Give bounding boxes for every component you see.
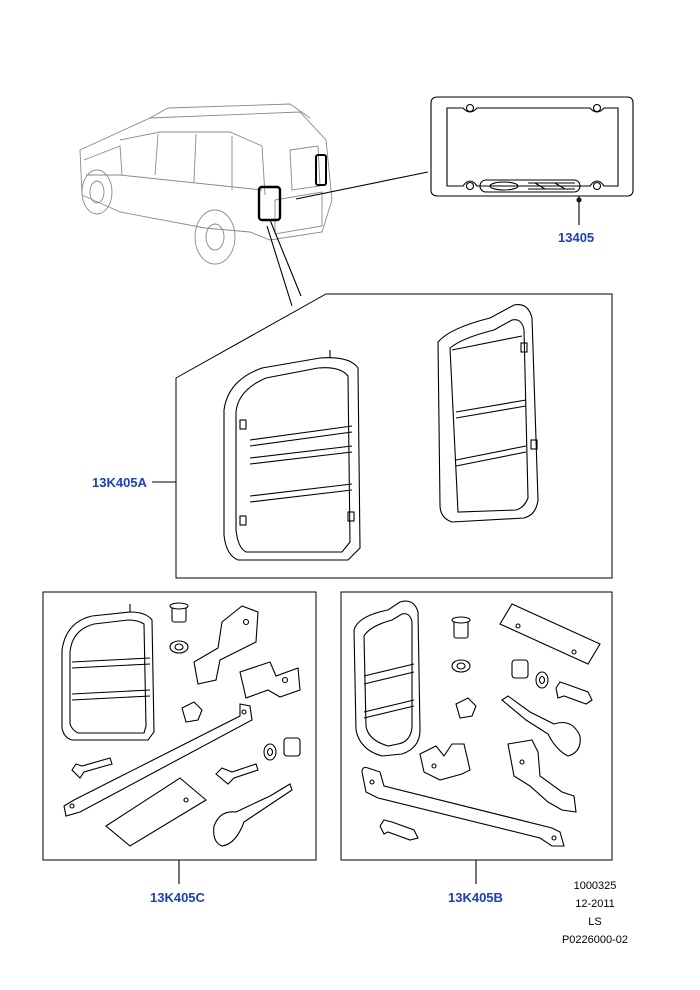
guard-kit-c-panel: [42, 591, 317, 884]
reference-code: LS: [588, 916, 602, 928]
reference-number: 1000325: [573, 880, 617, 892]
guard-kit-b-panel: [340, 591, 613, 884]
callout-13k405a[interactable]: 13K405A: [92, 475, 147, 490]
callout-13k405b[interactable]: 13K405B: [448, 890, 503, 905]
vehicle-illustration: [79, 103, 333, 265]
reference-drawing-id: P0226000-02: [561, 934, 629, 946]
license-plate-frame: [430, 96, 634, 197]
reference-date: 12-2011: [575, 898, 615, 910]
guard-kit-a-panel: [152, 293, 613, 579]
callout-13405[interactable]: 13405: [558, 230, 595, 245]
callout-13k405c[interactable]: 13K405C: [150, 890, 205, 905]
highlighted-tail-lamp-guard: [257, 154, 327, 222]
